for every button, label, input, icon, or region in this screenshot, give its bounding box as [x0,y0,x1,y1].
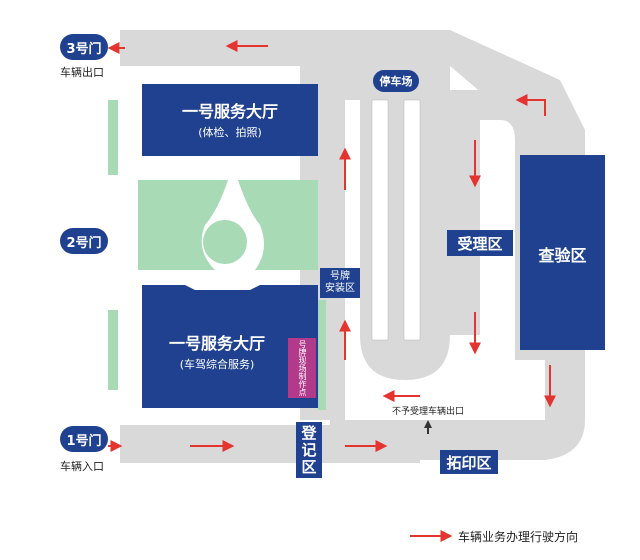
inspect-building [520,155,605,350]
gate-3-sub: 车辆出口 [60,66,104,79]
rubbing-zone-label: 拓印区 [446,453,492,472]
hall-top-sub: (体检、拍照) [198,126,262,139]
arrow-turn-top [515,94,546,116]
parking-label: 停车场 [373,70,419,92]
accept-zone: 受理区 [447,230,513,256]
parking-column-left [371,99,389,341]
gate-3: 3号门 [60,34,108,60]
plate-install-line1: 号牌 [330,271,350,282]
rubbing-zone: 拓印区 [440,450,498,474]
no-exit-arrow [424,420,432,428]
register-zone: 登 记 区 [296,422,322,478]
plate-make-line1: 号牌现场 [298,340,307,372]
hall-top-title: 一号服务大厅 [181,102,278,121]
legend-label: 车辆业务办理行驶方向 [458,530,579,544]
plate-install-zone: 号牌 安装区 [320,268,360,298]
green-strip-top [108,100,118,175]
accept-zone-label: 受理区 [457,234,503,253]
hall-main-title: 一号服务大厅 [168,334,265,353]
green-strip-bottom [108,310,118,390]
register-c3: 区 [301,457,317,476]
direction-arrows [107,40,556,542]
plate-make-line2: 制作点 [298,372,307,396]
gate-2: 2号门 [60,228,108,254]
green-left [138,180,228,270]
buildings [142,84,605,408]
gate-1-label: 1号门 [66,433,102,449]
inspect-zone-label: 查验区 [538,246,587,265]
green-areas [108,100,326,410]
no-exit-note: 不予受理车辆出口 [392,407,465,417]
green-strip-mid [318,300,326,410]
gate-1: 1号门 [60,426,108,452]
green-right [238,180,318,270]
parking-column-right [403,99,421,341]
parking-loop [330,66,450,420]
plate-install-line2: 安装区 [325,283,355,294]
roundabout-center [203,220,247,264]
hall-main [142,285,318,408]
parking-slots [371,99,421,341]
right-road-upper [300,30,585,420]
gate-3-label: 3号门 [66,41,102,57]
gate-2-label: 2号门 [66,235,102,251]
hall-main-sub: (车驾综合服务) [179,358,255,371]
gate-1-sub: 车辆入口 [60,460,104,473]
register-c1: 登 [301,423,317,442]
bottom-road [120,425,420,463]
hall-top [142,84,318,156]
parking-label-text: 停车场 [379,75,413,88]
register-c2: 记 [301,440,317,459]
plate-make-point: 号牌现场制作点 [288,338,316,398]
